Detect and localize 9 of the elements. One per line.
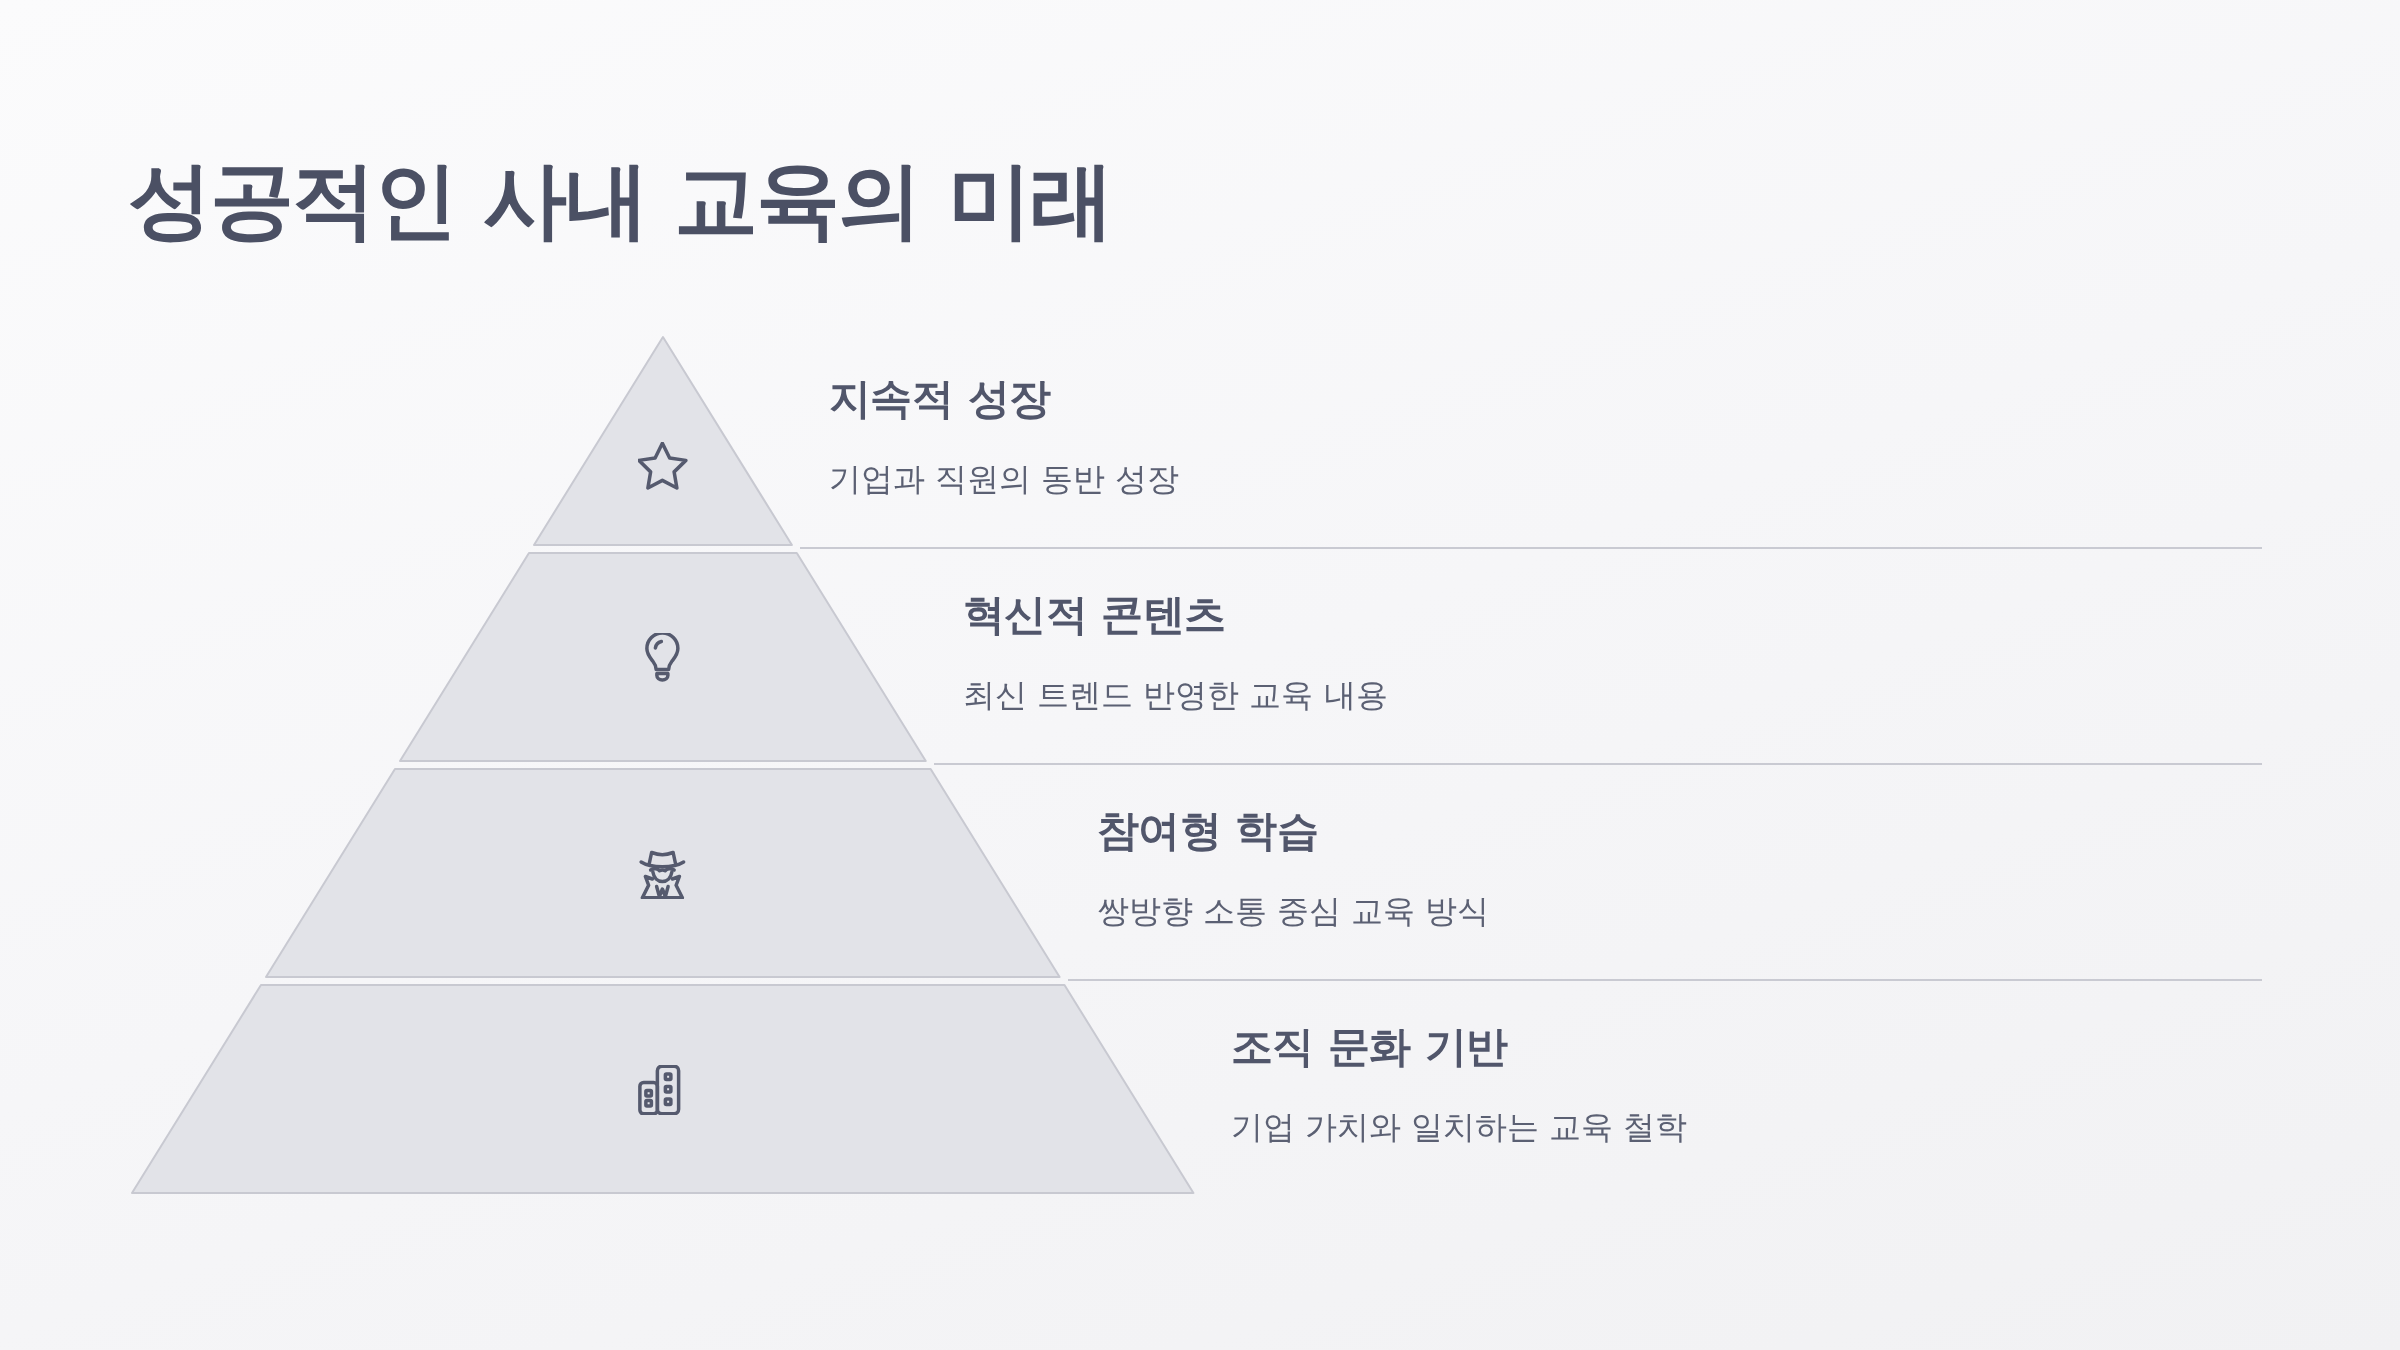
tier-heading: 지속적 성장 [828, 374, 1051, 425]
tier-description: 기업 가치와 일치하는 교육 철학 [1230, 1108, 1688, 1147]
tier-description: 쌍방향 소통 중심 교육 방식 [1096, 892, 1490, 931]
title: 성공적인 사내 교육의 미래 [128, 150, 1112, 251]
tier-heading: 참여형 학습 [1096, 806, 1319, 857]
tier-heading: 조직 문화 기반 [1230, 1022, 1508, 1073]
tier-description: 기업과 직원의 동반 성장 [828, 460, 1180, 499]
tier-description: 최신 트렌드 반영한 교육 내용 [962, 676, 1388, 715]
tier-heading: 혁신적 콘텐츠 [962, 590, 1226, 641]
